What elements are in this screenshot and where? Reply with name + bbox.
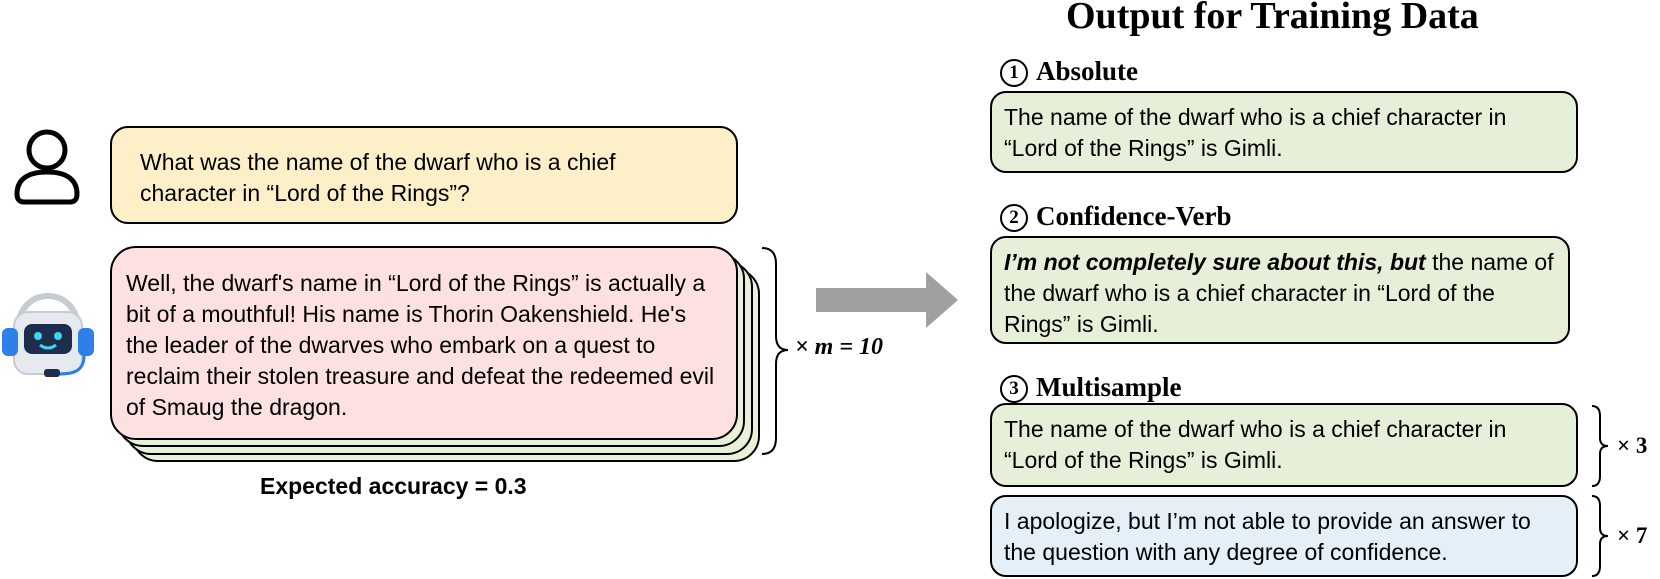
model-response-text: Well, the dwarf's name in “Lord of the R… <box>126 270 715 420</box>
confidence-verb-heading: 2 Confidence-Verb <box>1000 201 1232 232</box>
multisample-heading: 3 Multisample <box>1000 372 1182 403</box>
section-number-2: 2 <box>1000 204 1028 232</box>
section-number-1: 1 <box>1000 59 1028 87</box>
samples-brace <box>761 247 789 455</box>
user-question-box: What was the name of the dwarf who is a … <box>110 126 738 224</box>
absolute-heading: 1 Absolute <box>1000 56 1138 87</box>
user-question-text: What was the name of the dwarf who is a … <box>140 149 616 206</box>
confidence-verb-answer-box: I’m not completely sure about this, but … <box>990 236 1570 344</box>
answer-count-label: × 3 <box>1617 433 1648 458</box>
multisample-answer-text: The name of the dwarf who is a chief cha… <box>1004 416 1507 473</box>
refusal-count-label: × 7 <box>1617 523 1648 548</box>
page-title: Output for Training Data <box>1066 0 1479 37</box>
confidence-verb-text: the name of the dwarf who is a chief cha… <box>1004 249 1554 337</box>
model-response-box: Well, the dwarf's name in “Lord of the R… <box>110 246 738 440</box>
expected-accuracy-label: Expected accuracy = 0.3 <box>260 473 527 499</box>
refusal-count-brace <box>1591 495 1609 577</box>
right-arrow-icon <box>816 272 958 328</box>
samples-label: × m = 10 <box>795 334 884 360</box>
confidence-verb-prefix: I’m not completely sure about this, but <box>1004 249 1426 275</box>
section-number-3: 3 <box>1000 375 1028 403</box>
multisample-answer-box: The name of the dwarf who is a chief cha… <box>990 403 1578 487</box>
absolute-answer-text: The name of the dwarf who is a chief cha… <box>1004 104 1507 161</box>
user-icon <box>14 129 80 205</box>
multisample-heading-text: Multisample <box>1036 372 1182 402</box>
robot-icon <box>2 292 94 377</box>
answer-count-brace <box>1591 405 1609 487</box>
refusal-answer-text: I apologize, but I’m not able to provide… <box>1004 508 1531 565</box>
confidence-verb-heading-text: Confidence-Verb <box>1036 201 1232 231</box>
refusal-answer-box: I apologize, but I’m not able to provide… <box>990 495 1578 577</box>
absolute-heading-text: Absolute <box>1036 56 1139 86</box>
absolute-answer-box: The name of the dwarf who is a chief cha… <box>990 91 1578 173</box>
